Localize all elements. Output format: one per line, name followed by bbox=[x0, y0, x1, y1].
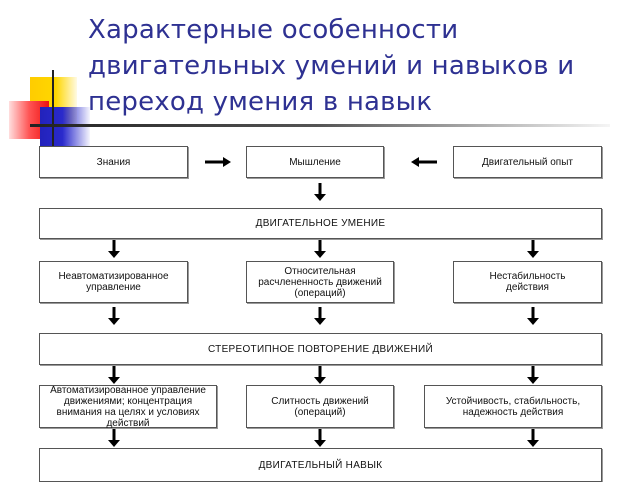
box-stability: Устойчивость, стабильность, надежность д… bbox=[424, 385, 602, 428]
box-thinking: Мышление bbox=[246, 146, 384, 178]
box-motor-ability: ДВИГАТЕЛЬНОЕ УМЕНИЕ bbox=[39, 208, 602, 239]
box-automated-control: Автоматизированное управление движениями… bbox=[39, 384, 217, 429]
box-stability-label: Устойчивость, стабильность, надежность д… bbox=[445, 395, 581, 418]
arrow-down-ability-to-center bbox=[314, 240, 326, 258]
box-relative-fragmentation: Относительная расчлененность движений (о… bbox=[246, 261, 394, 303]
box-non-automated-control-label: Неавтоматизированное управление bbox=[58, 271, 169, 293]
box-fluency-label: Слитность движений (операций) bbox=[271, 395, 369, 418]
title-line-2: двигательных умений и навыков и bbox=[88, 51, 575, 81]
arrow-down-thinking-to-ability bbox=[314, 183, 326, 201]
arrow-down-left-to-repetition bbox=[108, 307, 120, 325]
box-motor-skill-label: ДВИГАТЕЛЬНЫЙ НАВЫК bbox=[258, 459, 383, 471]
arrow-right-knowledge-to-thinking bbox=[205, 157, 231, 167]
box-thinking-label: Мышление bbox=[289, 156, 341, 168]
title-line-1: Характерные особенности bbox=[88, 15, 459, 45]
box-fluency: Слитность движений (операций) bbox=[246, 385, 394, 428]
arrow-down-repetition-to-center bbox=[314, 366, 326, 384]
box-relative-fragmentation-label: Относительная расчлененность движений (о… bbox=[258, 265, 382, 299]
blue-square-decoration bbox=[40, 107, 90, 147]
box-stereotyped-repetition-label: СТЕРЕОТИПНОЕ ПОВТОРЕНИЕ ДВИЖЕНИЙ bbox=[207, 343, 434, 355]
box-motor-experience-label: Двигательный опыт bbox=[481, 156, 573, 168]
box-knowledge: Знания bbox=[39, 146, 188, 178]
box-stereotyped-repetition: СТЕРЕОТИПНОЕ ПОВТОРЕНИЕ ДВИЖЕНИЙ bbox=[39, 333, 602, 365]
arrow-left-experience-to-thinking bbox=[411, 157, 437, 167]
arrow-down-center-to-repetition bbox=[314, 307, 326, 325]
box-motor-experience: Двигательный опыт bbox=[453, 146, 602, 178]
title-line-3: переход умения в навык bbox=[88, 87, 433, 117]
arrow-down-right-to-skill bbox=[527, 429, 539, 447]
arrow-down-center-to-skill bbox=[314, 429, 326, 447]
arrow-down-left-to-skill bbox=[108, 429, 120, 447]
box-instability-label: Нестабильность действия bbox=[489, 271, 566, 293]
arrow-down-ability-to-right bbox=[527, 240, 539, 258]
arrow-down-right-to-repetition bbox=[527, 307, 539, 325]
box-knowledge-label: Знания bbox=[96, 156, 131, 168]
title-underline-divider bbox=[30, 124, 610, 127]
arrow-down-ability-to-left bbox=[108, 240, 120, 258]
box-non-automated-control: Неавтоматизированное управление bbox=[39, 261, 188, 303]
slide-title: Характерные особенности двигательных уме… bbox=[88, 12, 633, 120]
arrow-down-repetition-to-right bbox=[527, 366, 539, 384]
arrow-down-repetition-to-left bbox=[108, 366, 120, 384]
box-automated-control-label: Автоматизированное управление движениями… bbox=[50, 384, 206, 429]
box-instability: Нестабильность действия bbox=[453, 261, 602, 303]
vertical-line-decoration bbox=[52, 70, 54, 152]
box-motor-ability-label: ДВИГАТЕЛЬНОЕ УМЕНИЕ bbox=[255, 218, 386, 229]
